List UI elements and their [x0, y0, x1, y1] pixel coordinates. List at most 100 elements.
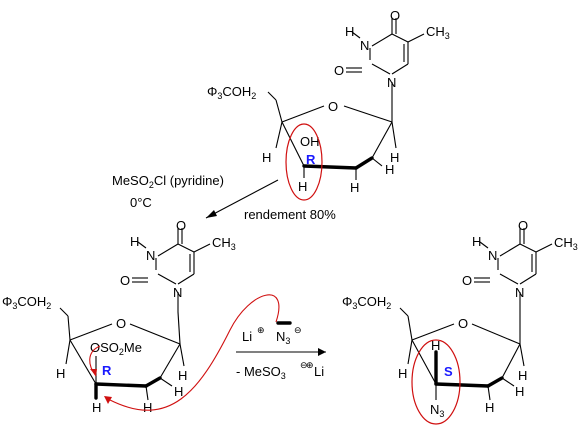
molecule-starting-thymidine-trityl: O H N O N CH3 O Φ3COH2 OH R H H H [207, 8, 450, 201]
step2-li-charge: ⊕ [306, 360, 314, 370]
step2-byproduct-prefix: - MeSO [236, 364, 281, 379]
methyl-2: CH3 [212, 235, 236, 252]
ring-n3-2: N [146, 248, 155, 263]
step2-azide-n: N [276, 329, 285, 344]
step2-arrow-group: Li ⊕ N3 ⊖ - MeSO3 ⊖ ⊕ Li [236, 321, 326, 381]
trityl-group-2: Φ3COH2 [2, 294, 51, 311]
carbonyl-o-left-2: O [120, 273, 130, 288]
sugar-h-c1-2: H [178, 368, 187, 383]
trityl-group-3: Φ3COH2 [342, 294, 391, 311]
nh-h-1: H [345, 24, 354, 39]
sugar-h-c4-3: H [398, 366, 407, 381]
sugar-h-c3-1: H [298, 179, 307, 194]
sugar-ring-2 [59, 307, 185, 401]
stereo-label-s: S [444, 364, 453, 379]
ring-n3-3: N [488, 248, 497, 263]
mesylate-suffix: Me [124, 340, 142, 355]
sugar-ring-3 [399, 307, 525, 401]
sugar-h-c2b-3: H [515, 384, 524, 399]
mechanism-arrow-attack [109, 294, 280, 411]
azide-n: N [430, 402, 439, 417]
trityl-sub3-2: 3 [12, 301, 17, 311]
step1-yield: rendement 80% [244, 207, 336, 222]
trityl-sub3-3: 3 [352, 301, 357, 311]
sugar-h-c1-3: H [518, 368, 527, 383]
step1-reagent-suffix: Cl (pyridine) [154, 173, 224, 188]
stereo-label-r-1: R [306, 152, 316, 167]
step1-arrowhead [206, 210, 217, 218]
trityl-sub2-2: 2 [46, 301, 51, 311]
azide-group: N3 [430, 402, 444, 419]
ring-oxygen-1: O [328, 99, 338, 114]
sugar-h-c3-2: H [92, 400, 101, 415]
ring-n1-2: N [173, 285, 182, 300]
ring-oxygen-2: O [116, 316, 126, 331]
step1-temperature: 0°C [130, 195, 152, 210]
molecule-mesylate: O H N O N CH3 O Φ3COH2 OSO2Me R H H [2, 218, 280, 415]
sugar-h-top-3: H [431, 338, 440, 353]
nh-h-3: H [472, 234, 481, 249]
step2-byproduct-li: Li [314, 364, 324, 379]
trityl-phi-1: Φ [207, 84, 217, 99]
highlight-circle-1 [285, 123, 323, 201]
mesylate-sub: 2 [119, 347, 124, 357]
stereo-label-r-2: R [102, 363, 112, 378]
sugar-h-c2-2: H [143, 400, 152, 415]
trityl-coh-1: COH [222, 84, 251, 99]
mesylate-group: OSO2Me [90, 340, 142, 357]
carbonyl-o-left-3: O [462, 273, 472, 288]
step2-arrowhead [318, 348, 326, 356]
mesylate-prefix: OSO [90, 340, 119, 355]
azide-sub: 3 [439, 409, 444, 419]
sugar-h-c4-2: H [56, 366, 65, 381]
methyl-ch-1: CH [426, 24, 445, 39]
hydroxyl-group: OH [300, 134, 320, 149]
sugar-h-c2b-1: H [385, 162, 394, 177]
step1-arrow-group: MeSO2Cl (pyridine) 0°C rendement 80% [112, 173, 336, 222]
mechanism-arrowhead-1 [90, 369, 97, 376]
trityl-sub2-1: 2 [251, 91, 256, 101]
step2-lithium-charge: ⊕ [257, 325, 265, 335]
trityl-coh-2: COH [17, 294, 46, 309]
step2-azide-sub: 3 [285, 336, 290, 346]
nh-h-2: H [130, 234, 139, 249]
highlight-circle-3 [411, 339, 461, 425]
methyl-sub-2: 3 [231, 242, 236, 252]
carbonyl-o-top-3: O [518, 218, 528, 233]
trityl-sub3-1: 3 [217, 91, 222, 101]
methyl-3: CH3 [554, 235, 578, 252]
mechanism-arrowhead-2 [104, 396, 112, 404]
trityl-sub2-3: 2 [386, 301, 391, 311]
methyl-sub-1: 3 [445, 31, 450, 41]
step2-byproduct-sub: 3 [281, 371, 286, 381]
methyl-ch-3: CH [554, 235, 573, 250]
step2-byproduct-charge: ⊖ [300, 360, 308, 370]
step2-byproduct: - MeSO3 [236, 364, 286, 381]
ring-n3-1: N [360, 38, 369, 53]
carbonyl-o-left-1: O [334, 63, 344, 78]
step2-azide-charge: ⊖ [294, 325, 302, 335]
trityl-phi-2: Φ [2, 294, 12, 309]
sugar-h-c2b-2: H [174, 384, 183, 399]
ring-n1-3: N [515, 285, 524, 300]
molecule-azide-product: O H N O N CH3 O Φ3COH2 H S H N3 H [342, 218, 578, 425]
methyl-sub-3: 3 [573, 242, 578, 252]
thymine-ring-3 [474, 228, 553, 312]
carbonyl-o-top-1: O [390, 8, 400, 23]
sugar-ring-1 [267, 91, 397, 180]
methyl-ch-2: CH [212, 235, 231, 250]
sugar-h-c4-1: H [262, 150, 271, 165]
step1-reagent-sub: 2 [149, 180, 154, 190]
trityl-group-1: Φ3COH2 [207, 84, 256, 101]
ring-oxygen-3: O [458, 316, 468, 331]
carbonyl-o-top-2: O [176, 218, 186, 233]
trityl-phi-3: Φ [342, 294, 352, 309]
step2-lithium: Li [242, 329, 252, 344]
step1-reagent: MeSO2Cl (pyridine) [112, 173, 224, 190]
trityl-coh-3: COH [357, 294, 386, 309]
ring-n1-1: N [387, 75, 396, 90]
step1-reagent-prefix: MeSO [112, 173, 149, 188]
thymine-ring-1 [346, 18, 425, 100]
